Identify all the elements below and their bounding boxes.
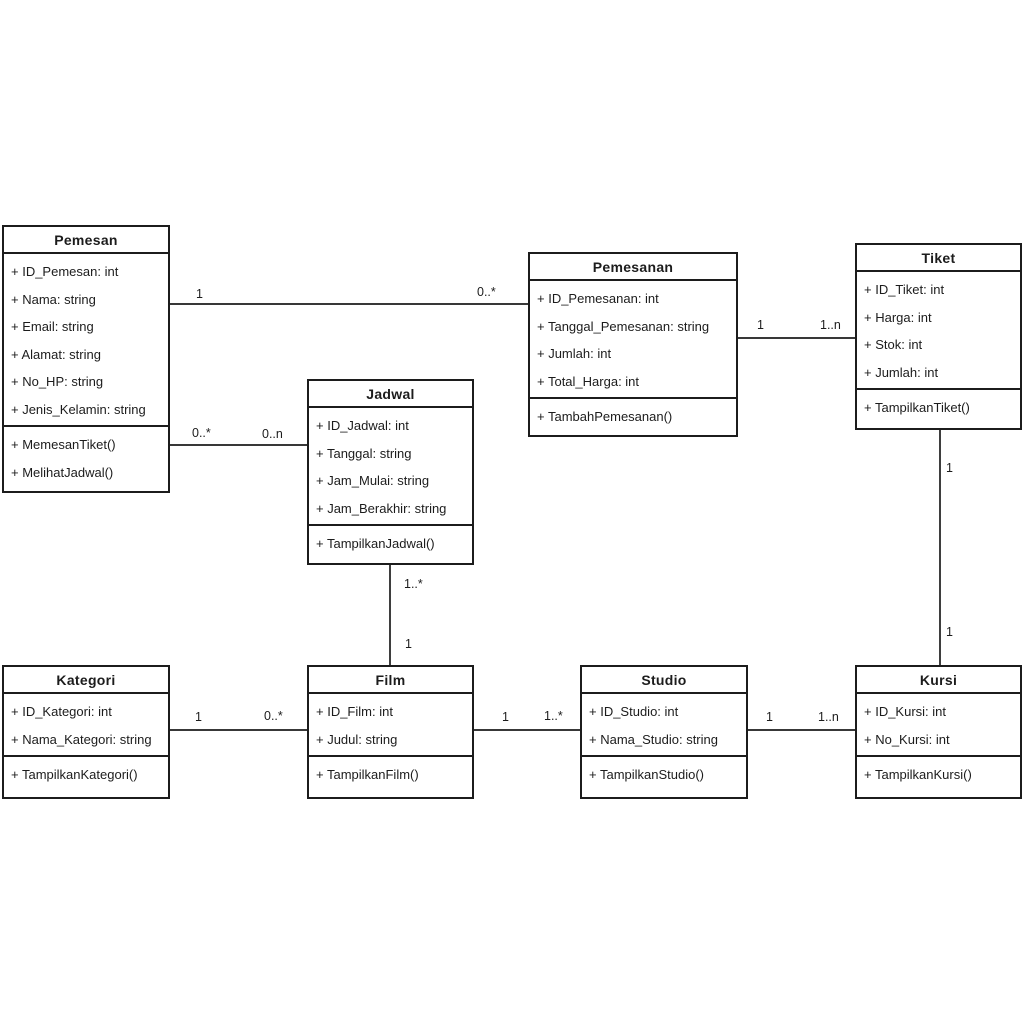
attribute-row: + No_Kursi: int [864, 731, 950, 747]
class-name: Studio [582, 667, 746, 694]
method-row: + TampilkanTiket() [864, 400, 970, 416]
class-name: Kategori [4, 667, 168, 694]
attribute-row: + Jumlah: int [537, 346, 612, 362]
multiplicity-label: 1..n [820, 318, 841, 332]
class-box-pemesanan: Pemesanan + ID_Pemesanan: int + Tanggal_Pe… [528, 252, 738, 437]
multiplicity-label: 1 [195, 710, 202, 724]
attribute-row: + Jumlah: int [864, 364, 939, 380]
attribute-row: + Nama_Studio: string [589, 731, 718, 747]
multiplicity-label: 0..n [262, 427, 283, 441]
class-box-studio: Studio + ID_Studio: int + Nama_Studio: str… [580, 665, 748, 799]
attribute-row: + Stok: int [864, 337, 923, 353]
multiplicity-label: 1..* [404, 577, 423, 591]
attribute-row: + ID_Pemesan: int [11, 264, 119, 280]
method-row: + MelihatJadwal() [11, 464, 114, 480]
attribute-row: + Alamat: string [11, 346, 101, 362]
attribute-row: + ID_Jadwal: int [316, 418, 409, 434]
multiplicity-label: 1 [196, 287, 203, 301]
attribute-row: + Jam_Mulai: string [316, 473, 430, 489]
attributes-compartment: + ID_Jadwal: int + Tanggal: string + Jam_M… [309, 408, 472, 526]
multiplicity-label: 1 [757, 318, 764, 332]
multiplicity-label: 1 [946, 625, 953, 639]
attribute-row: + ID_Kursi: int [864, 704, 947, 720]
class-name: Tiket [857, 245, 1020, 272]
multiplicity-label: 1..* [544, 709, 563, 723]
method-row: + TampilkanKategori() [11, 767, 138, 783]
attribute-row: + ID_Pemesanan: int [537, 291, 659, 307]
methods-compartment: + TampilkanTiket() [857, 390, 1020, 428]
attributes-compartment: + ID_Studio: int + Nama_Studio: string [582, 694, 746, 757]
attributes-compartment: + ID_Film: int + Judul: string [309, 694, 472, 757]
methods-compartment: + TampilkanJadwal() [309, 526, 472, 563]
attributes-compartment: + ID_Pemesanan: int + Tanggal_Pemesanan: … [530, 281, 736, 399]
multiplicity-label: 0..* [264, 709, 283, 723]
class-box-film: Film + ID_Film: int + Judul: string + Tampi… [307, 665, 474, 799]
method-row: + TampilkanFilm() [316, 767, 419, 783]
attribute-row: + Jam_Berakhir: string [316, 500, 447, 516]
attributes-compartment: + ID_Pemesan: int + Nama: string + Email: … [4, 254, 168, 427]
multiplicity-label: 0..* [192, 426, 211, 440]
method-row: + TampilkanJadwal() [316, 536, 435, 552]
method-row: + TampilkanStudio() [589, 767, 705, 783]
methods-compartment: + TampilkanKursi() [857, 757, 1020, 797]
attribute-row: + Judul: string [316, 731, 398, 747]
multiplicity-label: 1 [502, 710, 509, 724]
class-box-kursi: Kursi + ID_Kursi: int + No_Kursi: int + Tam… [855, 665, 1022, 799]
attributes-compartment: + ID_Kategori: int + Nama_Kategori: strin… [4, 694, 168, 757]
attribute-row: + No_HP: string [11, 374, 104, 390]
method-row: + MemesanTiket() [11, 437, 116, 453]
multiplicity-label: 1 [946, 461, 953, 475]
methods-compartment: + TampilkanKategori() [4, 757, 168, 797]
class-box-pemesan: Pemesan+ ID_Pemesan: int+ Nama: string+ … [2, 225, 170, 493]
attribute-row: + Tanggal: string [316, 445, 412, 461]
attribute-row: + Nama_Kategori: string [11, 731, 152, 747]
attribute-row: + Nama: string [11, 291, 96, 307]
method-row: + TambahPemesanan() [537, 409, 673, 425]
attribute-row: + Email: string [11, 319, 94, 335]
method-row: + TampilkanKursi() [864, 767, 972, 783]
methods-compartment: + MemesanTiket() + MelihatJadwal() [4, 427, 168, 491]
attribute-row: + Tanggal_Pemesanan: string [537, 318, 710, 334]
attribute-row: + Total_Harga: int [537, 373, 640, 389]
class-box-jadwal: Jadwal+ ID_Jadwal: int+ Tanggal: string+… [307, 379, 474, 565]
attribute-row: + ID_Kategori: int [11, 704, 112, 720]
methods-compartment: + TambahPemesanan() [530, 399, 736, 435]
class-box-tiket: Tiket + ID_Tiket: int + Harga: int + Stok: … [855, 243, 1022, 430]
multiplicity-label: 1 [766, 710, 773, 724]
attributes-compartment: + ID_Tiket: int + Harga: int + Stok: int + … [857, 272, 1020, 390]
multiplicity-label: 1 [405, 637, 412, 651]
class-name: Film [309, 667, 472, 694]
attribute-row: + Jenis_Kelamin: string [11, 401, 146, 417]
methods-compartment: + TampilkanFilm() [309, 757, 472, 797]
attribute-row: + ID_Film: int [316, 704, 393, 720]
attribute-row: + ID_Studio: int [589, 704, 679, 720]
class-name: Kursi [857, 667, 1020, 694]
attribute-row: + ID_Tiket: int [864, 282, 945, 298]
multiplicity-label: 0..* [477, 285, 496, 299]
methods-compartment: + TampilkanStudio() [582, 757, 746, 797]
class-name: Jadwal [309, 381, 472, 408]
class-name: Pemesanan [530, 254, 736, 281]
attribute-row: + Harga: int [864, 309, 932, 325]
attributes-compartment: + ID_Kursi: int + No_Kursi: int [857, 694, 1020, 757]
multiplicity-label: 1..n [818, 710, 839, 724]
class-name: Pemesan [4, 227, 168, 254]
class-box-kategori: Kategori + ID_Kategori: int + Nama_Kategor… [2, 665, 170, 799]
